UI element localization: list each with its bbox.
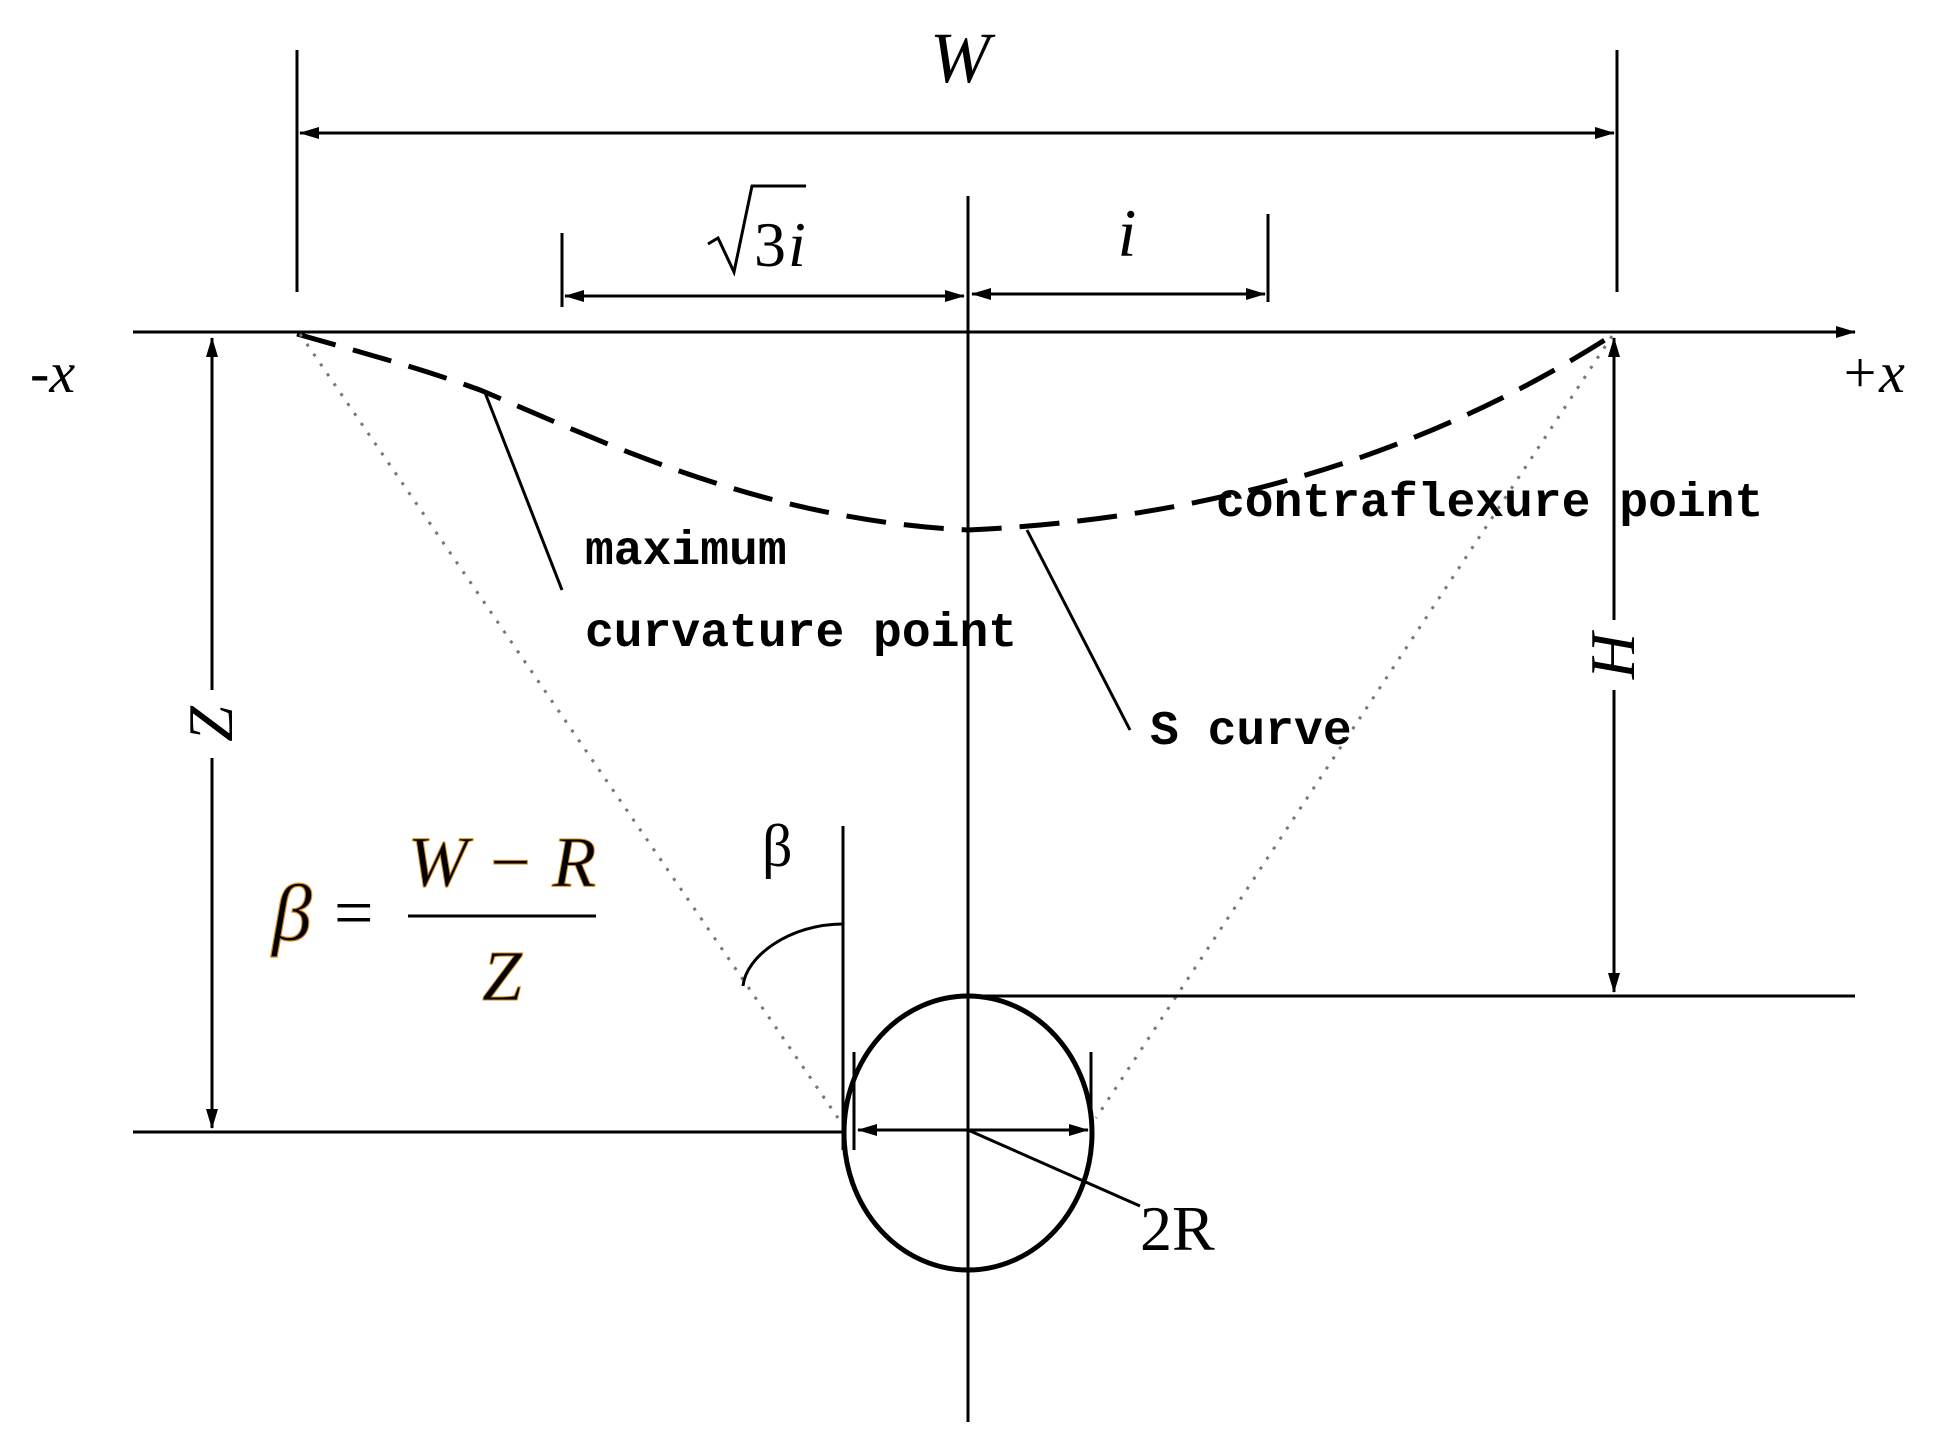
right-influence-line [1094,335,1614,1119]
z-label-gap [198,690,226,758]
formula-denominator: Z [482,936,523,1016]
i-label: i [1118,195,1137,271]
z-label: Z [175,705,246,742]
beta-angle-arc [741,922,844,987]
left-influence-line [298,333,840,1119]
formula-numerator: W − R [408,822,597,902]
2r-leader [967,1128,1141,1208]
s-curve-label: S curve [1150,705,1352,759]
max-curvature-leader [482,389,564,591]
sqrt-var: i [788,209,806,280]
beta-formula: β = W − R Z [269,822,597,1017]
pos-x-label: +x [1840,340,1905,405]
max-curvature-label-line2: curvature point [585,607,1017,661]
sqrt-root: 3 [754,209,786,280]
h-label: H [1577,629,1648,680]
max-curvature-label-line1: maximum [585,525,787,579]
2r-label: 2R [1140,1193,1215,1264]
beta-label: β [762,813,793,879]
formula-beta: β [270,870,312,958]
contraflexure-label: contraflexure point [1216,477,1763,531]
neg-x-label: -x [30,340,75,405]
w-label: W [930,18,996,98]
formula-equals: = [334,875,373,952]
settlement-s-curve [296,331,1610,533]
sqrt-symbol [707,184,806,277]
s-curve-leader [1025,529,1132,731]
h-label-gap [1598,620,1630,690]
